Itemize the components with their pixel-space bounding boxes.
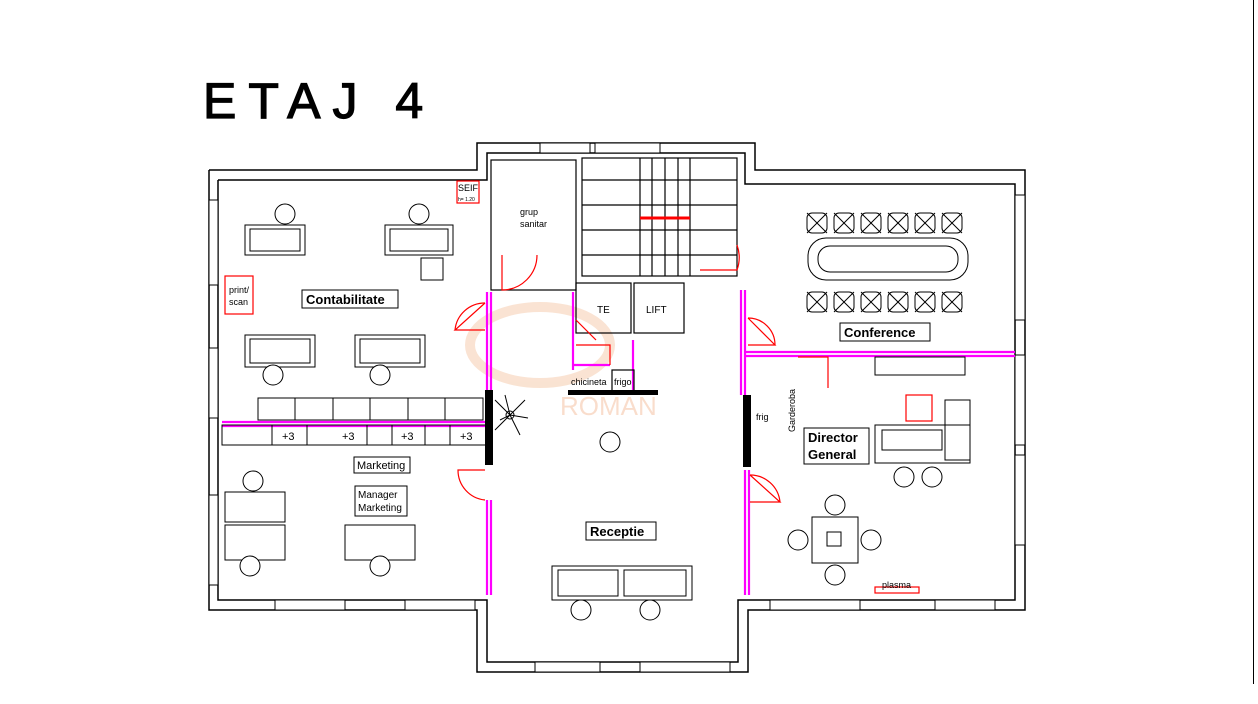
label-director-line2: General — [808, 447, 856, 462]
label-garderoba: Garderoba — [787, 389, 797, 432]
label-conference: Conference — [844, 325, 916, 340]
label-lift: LIFT — [646, 305, 667, 316]
label-manager-marketing-line2: Marketing — [358, 503, 402, 514]
label-frigo: frigo — [614, 377, 632, 387]
office-chairs — [239, 203, 661, 621]
doors — [224, 180, 933, 594]
label-manager-marketing-line1: Manager — [358, 490, 398, 501]
conference-table — [807, 237, 969, 281]
cabinet-mark-2: +3 — [342, 431, 355, 443]
cabinet-mark-4: +3 — [460, 431, 473, 443]
label-director-line1: Director — [808, 430, 858, 445]
conference-chairs — [806, 212, 963, 313]
floor-title: ETAJ 4 — [203, 73, 435, 129]
label-receptie: Receptie — [590, 524, 644, 539]
cabinet-mark-3: +3 — [401, 431, 414, 443]
label-grup-sanitar-line1: grup — [520, 207, 538, 217]
label-chicineta: chicineta — [571, 377, 607, 387]
service-core — [490, 157, 738, 393]
label-frig: frig — [756, 412, 769, 422]
label-marketing: Marketing — [357, 460, 405, 472]
svg-text:ROMAN: ROMAN — [560, 391, 657, 421]
cabinet-dividers — [271, 398, 451, 445]
label-contabilitate: Contabilitate — [306, 292, 385, 307]
director-meeting-table — [787, 466, 943, 586]
partitions — [222, 290, 1015, 595]
room-labels: Contabilitate Marketing Manager Marketin… — [229, 183, 931, 590]
label-grup-sanitar-line2: sanitar — [520, 219, 547, 229]
label-seif: SEIF — [458, 183, 479, 193]
cabinet-mark-1: +3 — [282, 431, 295, 443]
label-te: TE — [597, 305, 610, 316]
label-plasma: plasma — [882, 580, 911, 590]
label-seif-height: h= 1.20 — [458, 197, 475, 203]
label-print-line2: scan — [229, 297, 248, 307]
windows — [208, 142, 1026, 673]
page-edge-line — [1253, 0, 1254, 684]
watermark-logo: ROMAN — [465, 302, 657, 421]
outer-walls — [208, 142, 1026, 673]
plant-icon — [494, 394, 529, 436]
label-print-line1: print/ — [229, 285, 250, 295]
